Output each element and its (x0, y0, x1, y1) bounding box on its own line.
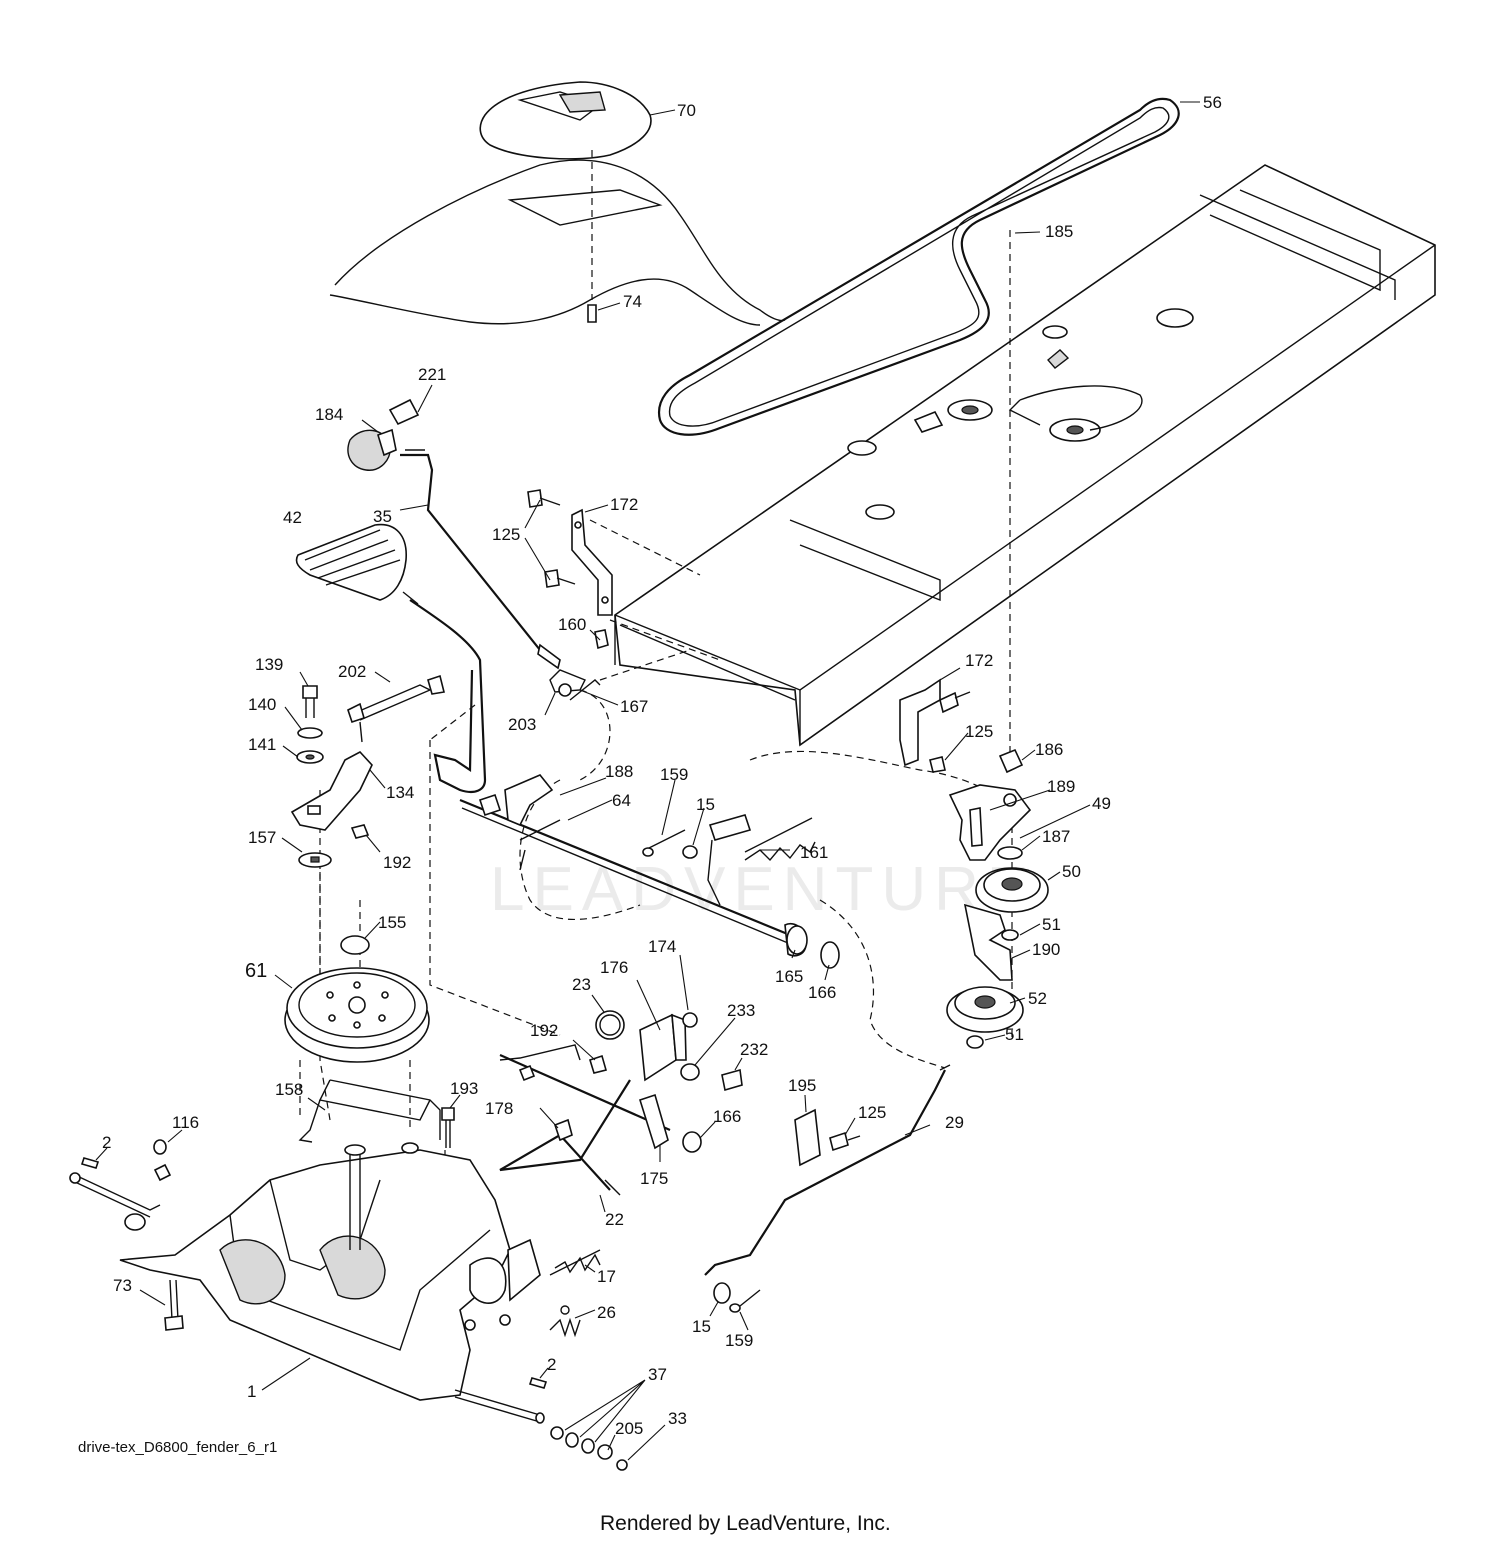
label-52: 52 (1028, 989, 1047, 1008)
label-134: 134 (386, 783, 414, 802)
leader-lines (95, 101, 1200, 1461)
label-193: 193 (450, 1079, 478, 1098)
label-33: 33 (668, 1409, 687, 1428)
label-187: 187 (1042, 827, 1070, 846)
label-42: 42 (283, 508, 302, 527)
label-116: 116 (172, 1113, 199, 1132)
idler-assembly (946, 748, 1049, 1049)
label-233: 233 (727, 1001, 755, 1020)
label-178: 178 (485, 1099, 513, 1118)
label-49: 49 (1092, 794, 1111, 813)
drive-belt (657, 97, 1180, 436)
watermark: LEADVENTURE (490, 855, 1036, 924)
label-56: 56 (1203, 93, 1222, 112)
pedal-linkage (295, 398, 561, 794)
label-15a: 15 (696, 795, 715, 814)
label-74: 74 (623, 292, 642, 311)
spring-17-26 (549, 1249, 601, 1338)
label-159b: 159 (725, 1331, 753, 1350)
label-190: 190 (1032, 940, 1060, 959)
label-192b: 192 (530, 1021, 558, 1040)
label-202: 202 (338, 662, 366, 681)
label-166b: 166 (713, 1107, 741, 1126)
label-22: 22 (605, 1210, 624, 1229)
pulley-61 (284, 935, 430, 1063)
label-160: 160 (558, 615, 586, 634)
dashed-connectors (299, 230, 1013, 1200)
label-157: 157 (248, 828, 276, 847)
label-165: 165 (775, 967, 803, 986)
bracket-158 (298, 1079, 455, 1148)
pin-spring-group (642, 817, 816, 862)
label-15b: 15 (692, 1317, 711, 1336)
label-23: 23 (572, 975, 591, 994)
label-158: 158 (275, 1080, 303, 1099)
label-51a: 51 (1042, 915, 1061, 934)
label-203: 203 (508, 715, 536, 734)
label-2b: 2 (547, 1355, 556, 1374)
label-2a: 2 (102, 1133, 111, 1152)
label-125a: 125 (492, 525, 520, 544)
label-175: 175 (640, 1169, 668, 1188)
clip-160-167-203 (549, 629, 609, 701)
shaft-64 (459, 774, 807, 957)
diagram-caption: drive-tex_D6800_fender_6_r1 (78, 1439, 277, 1456)
label-195: 195 (788, 1076, 816, 1095)
label-61: 61 (245, 960, 267, 982)
label-155: 155 (378, 913, 406, 932)
fender-group (329, 81, 786, 326)
label-17: 17 (597, 1267, 616, 1286)
label-176: 176 (600, 958, 628, 977)
label-64: 64 (612, 791, 631, 810)
label-172a: 172 (610, 495, 638, 514)
label-125c: 125 (858, 1103, 886, 1122)
bracket-172-lower (899, 678, 971, 773)
washer-pin-lower (713, 1282, 761, 1313)
label-172b: 172 (965, 651, 993, 670)
washers-lower (528, 1377, 628, 1471)
label-188: 188 (605, 762, 633, 781)
label-26: 26 (597, 1303, 616, 1322)
rendered-by-footer: Rendered by LeadVenture, Inc. (600, 1512, 891, 1535)
label-140: 140 (248, 695, 276, 714)
label-166a: 166 (808, 983, 836, 1002)
label-221: 221 (418, 365, 446, 384)
bracket-172-upper (527, 489, 613, 616)
label-35: 35 (373, 507, 392, 526)
label-37: 37 (648, 1365, 667, 1384)
label-125b: 125 (965, 722, 993, 741)
rod-29 (704, 1064, 951, 1276)
label-167: 167 (620, 697, 648, 716)
label-192a: 192 (383, 853, 411, 872)
label-232: 232 (740, 1040, 768, 1059)
label-161: 161 (800, 843, 828, 862)
label-159a: 159 (660, 765, 688, 784)
label-184: 184 (315, 405, 343, 424)
label-189: 189 (1047, 777, 1075, 796)
label-205: 205 (615, 1419, 643, 1438)
label-51b: 51 (1005, 1025, 1024, 1044)
part-labels: 70 56 185 74 221 184 35 42 172 125 160 1… (102, 93, 1222, 1438)
pivot-assembly (290, 674, 445, 868)
label-139: 139 (255, 655, 283, 674)
label-186: 186 (1035, 740, 1063, 759)
label-185: 185 (1045, 222, 1073, 241)
label-141: 141 (248, 735, 276, 754)
label-73: 73 (113, 1276, 132, 1295)
label-174: 174 (648, 937, 676, 956)
transaxle (69, 1139, 545, 1424)
label-1: 1 (247, 1382, 256, 1401)
label-29: 29 (945, 1113, 964, 1132)
bushing-washer (786, 925, 840, 969)
control-linkage (499, 1010, 743, 1196)
label-70: 70 (677, 101, 696, 120)
label-50: 50 (1062, 862, 1081, 881)
frame (614, 164, 1436, 747)
